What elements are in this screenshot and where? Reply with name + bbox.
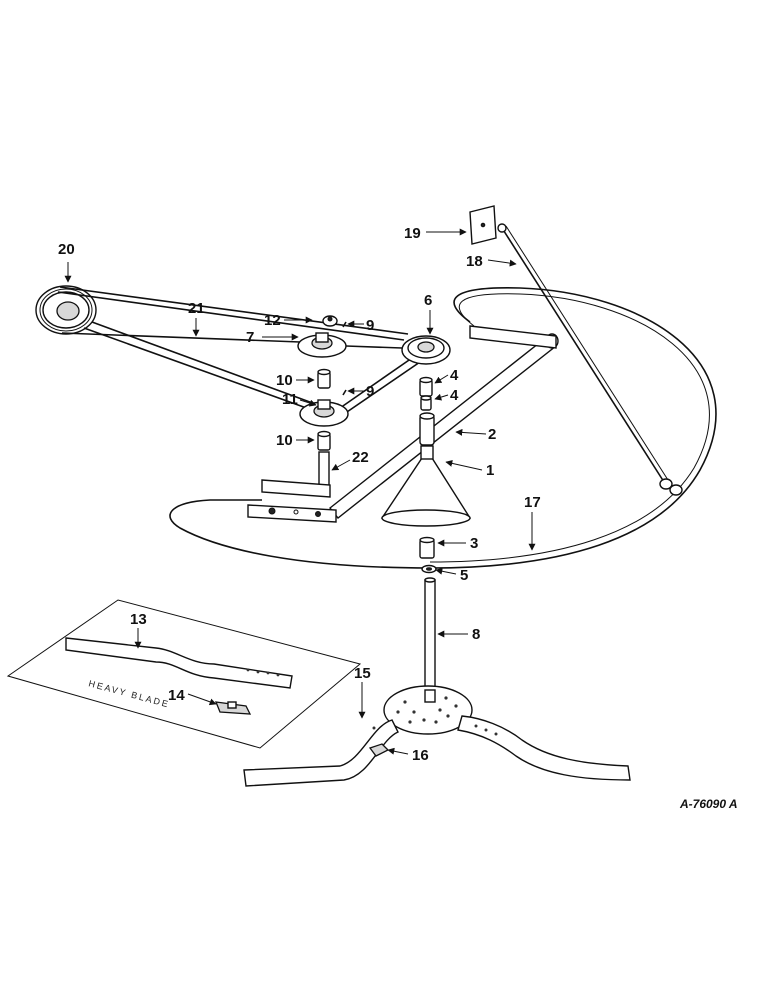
bolt-12: [322, 315, 338, 327]
post-6: [424, 577, 436, 701]
callout-labels: 20 21 12 7 9 6 10 9 11 10 22 4 4 2 1 17 …: [58, 225, 541, 764]
pulley-7: [401, 335, 451, 365]
washer-5: [421, 564, 437, 574]
drive-pulley-20: [35, 285, 97, 335]
callout-10-upper: 10: [276, 372, 293, 389]
callout-12: 12: [264, 312, 281, 329]
callout-22: 22: [352, 449, 369, 466]
belt-drive-assembly: [35, 285, 451, 489]
bracket-right: [469, 325, 557, 349]
callout-4-lower: 4: [450, 387, 459, 404]
cone-shield-1: [380, 445, 472, 527]
key-9-lower: [342, 389, 347, 396]
callout-7: 6: [424, 292, 432, 309]
key-9-upper: [342, 321, 347, 328]
spacer-4-lower: [420, 395, 432, 411]
callout-6: 8: [472, 626, 480, 643]
callout-1: 1: [486, 462, 494, 479]
spacer-4-upper: [419, 376, 433, 397]
callout-5: 5: [460, 567, 468, 584]
callout-16: 16: [412, 747, 429, 764]
frame-assembly: [247, 325, 559, 523]
callout-9-upper: 9: [366, 317, 374, 334]
bushing-3: [419, 536, 435, 559]
shaft-22: [318, 451, 330, 489]
clip-14: [214, 701, 252, 715]
leader-lines: [64, 228, 536, 755]
callout-15: 15: [354, 665, 371, 682]
callout-18: 18: [466, 253, 483, 270]
callout-17: 17: [524, 494, 541, 511]
idler-pulley-8: [297, 332, 347, 358]
callout-2: 2: [488, 426, 496, 443]
guard-rod-17: [169, 287, 717, 569]
heavy-blade-inset: HEAVY BLADE: [6, 599, 362, 749]
callout-8: 7: [246, 329, 254, 346]
heavy-blade-label: HEAVY BLADE: [87, 678, 170, 709]
callout-13: 13: [130, 611, 147, 628]
plate-19: [469, 205, 497, 245]
callout-9-lower: 9: [366, 383, 374, 400]
bracket-left: [261, 479, 331, 498]
callout-4-upper: 4: [450, 367, 459, 384]
callout-14: 14: [168, 687, 185, 704]
idler-pulley-11: [299, 399, 349, 427]
base-plate: [383, 685, 473, 735]
callout-21: 21: [188, 300, 205, 317]
blade-15: [243, 715, 631, 787]
callout-11: 11: [282, 391, 298, 408]
drawing-id: A-76090 A: [679, 797, 738, 811]
callout-20: 20: [58, 241, 75, 258]
spacer-10-lower: [317, 430, 331, 451]
callout-3: 3: [470, 535, 478, 552]
brace-rod-18: [497, 223, 683, 496]
callout-19: 19: [404, 225, 421, 242]
callout-10-lower: 10: [276, 432, 293, 449]
spacer-10-upper: [317, 368, 331, 389]
